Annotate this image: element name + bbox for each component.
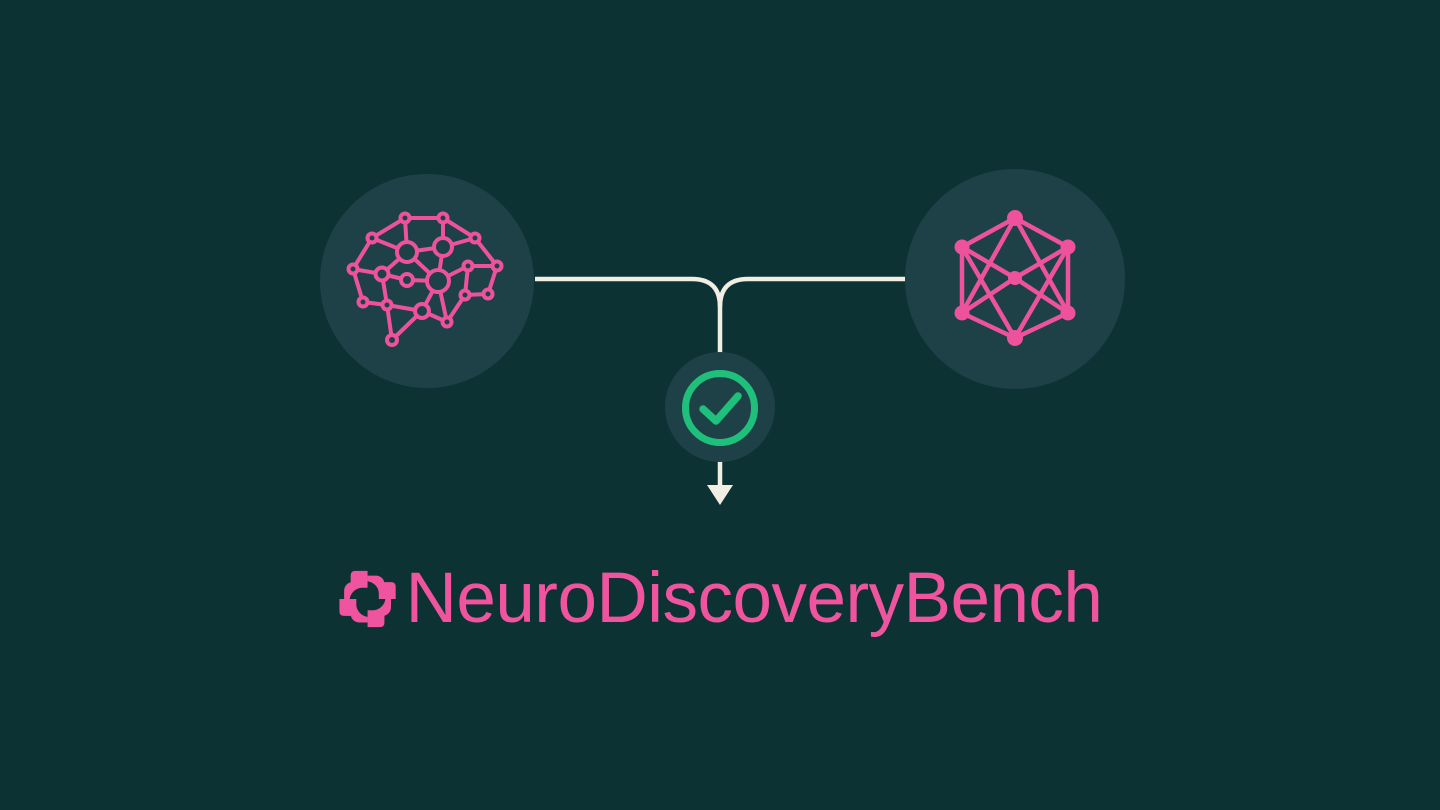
logo: NeuroDiscoveryBench bbox=[338, 563, 1103, 634]
logo-wordmark: NeuroDiscoveryBench bbox=[405, 559, 1103, 638]
arrow-down-icon bbox=[707, 485, 733, 505]
neural-network-graph-icon bbox=[954, 210, 1076, 346]
brain-network-icon bbox=[346, 211, 504, 347]
pinwheel-cross-icon bbox=[339, 570, 396, 627]
check-circle-icon bbox=[682, 370, 758, 446]
